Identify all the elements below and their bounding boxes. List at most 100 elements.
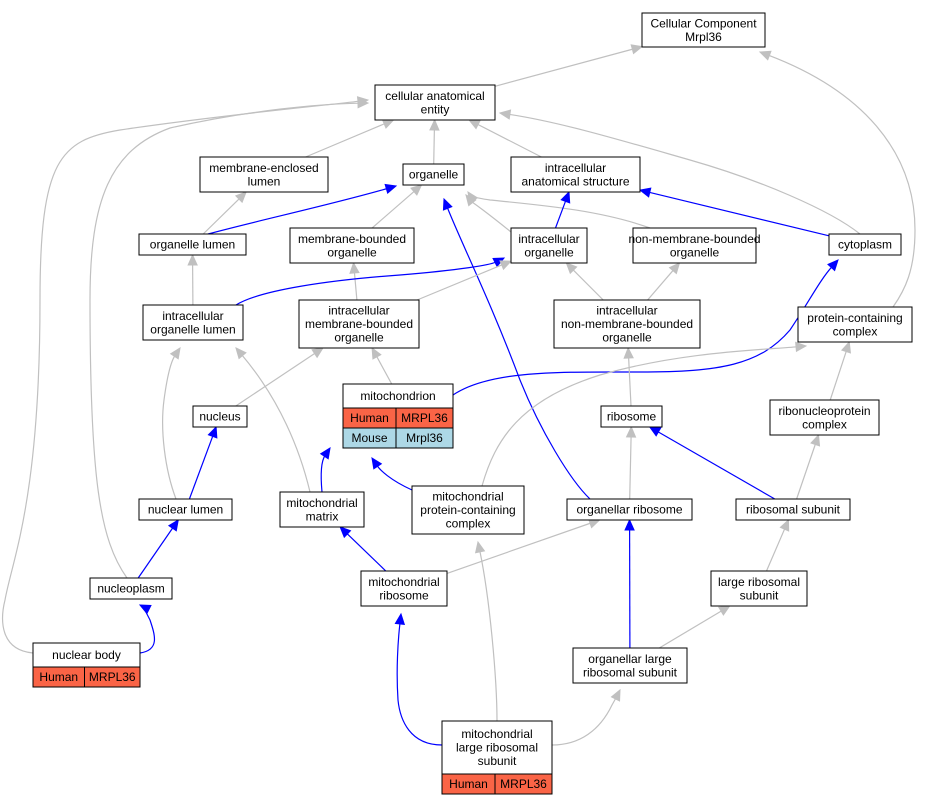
edge-org-to-cae (429, 118, 440, 165)
arrowhead-mpcc-to-mito (371, 456, 383, 470)
node-box-nmbo (632, 227, 757, 264)
edge-ias-to-cae (468, 119, 542, 158)
arrowhead-olrs-to-lrsub (717, 605, 731, 616)
node-inmbo[interactable]: intracellularnon-membrane-boundedorganel… (553, 299, 701, 349)
node-label-imbo-0: intracellular (328, 304, 389, 318)
edge-mito-to-cyto (452, 259, 839, 396)
node-label-mito-0: mitochondrion (360, 389, 435, 403)
node-box-pcc (797, 306, 913, 343)
node-box-nbody (32, 642, 141, 668)
gene-label: Mrpl36 (406, 431, 443, 445)
edge-line-orglum-to-org (207, 187, 388, 235)
edge-line-orglum-to-mel (202, 197, 241, 235)
node-nplasm[interactable]: nucleoplasm (89, 577, 173, 600)
arrowhead-cyto-to-cae (498, 109, 512, 120)
node-nucleus[interactable]: nucleus (192, 405, 248, 428)
node-box-mel (199, 156, 329, 193)
node-label-ribo-0: ribosome (607, 410, 657, 424)
arrowhead-nmbo-to-org (467, 190, 479, 204)
node-cyto[interactable]: cytoplasm (828, 233, 902, 256)
edge-line-mlrs-to-mpcc (479, 550, 498, 722)
edge-nplasm-to-nuclum (137, 518, 179, 579)
node-label-inmbo-1: non-membrane-bounded (561, 317, 693, 331)
node-label-nmbo-1: organelle (670, 245, 720, 259)
node-label-ias-1: anatomical structure (521, 174, 629, 188)
edge-line-mito-to-imbo (375, 355, 393, 385)
edge-line-mlrs-to-olrs (551, 695, 618, 746)
node-label-lrsub-1: subunit (740, 588, 779, 602)
edge-mel-to-cae (305, 119, 395, 158)
node-ribo[interactable]: ribosome (600, 405, 663, 428)
node-box-imbo (298, 299, 420, 349)
node-label-org-0: organelle (409, 168, 459, 182)
arrowhead-org-to-cae (429, 118, 440, 131)
arrowhead-inmbo-to-nmbo (668, 262, 681, 275)
edge-line-ribo-to-inmbo (628, 356, 632, 407)
edge-nuclum-to-iol (162, 346, 181, 500)
edge-line-nuclum-to-nucleus (188, 435, 214, 500)
arrowhead-oribo-to-org (442, 197, 453, 211)
node-nuclum[interactable]: nuclear lumen (138, 498, 233, 521)
edge-cyto-to-cae (498, 109, 861, 235)
arrowhead-ias-to-cae (468, 119, 481, 130)
edge-imbo-to-io (416, 260, 513, 301)
edge-line-nucleus-to-imbo (235, 352, 316, 407)
node-label-mbo-0: membrane-bounded (298, 232, 406, 246)
edge-oribo-to-org (442, 197, 591, 500)
gene-cell (84, 666, 141, 688)
arrowhead-mito-to-cyto (827, 259, 839, 272)
node-label-mel-1: lumen (248, 174, 281, 188)
edge-line-io-to-ias (554, 200, 567, 229)
node-label-oribo-0: organellar ribosome (576, 503, 682, 517)
node-oribo[interactable]: organellar ribosome (566, 498, 693, 521)
node-label-cyto-0: cytoplasm (838, 238, 892, 252)
node-box-mmat (279, 491, 365, 528)
edge-line-nplasm-to-cae (89, 102, 360, 579)
edge-line-nuclum-to-iol (162, 355, 177, 500)
node-label-iol-0: intracellular (162, 309, 223, 323)
edge-line-oribo-to-org (446, 207, 591, 500)
node-box-mpcc (411, 485, 525, 535)
edge-line-lrsub-to-rsub (765, 528, 786, 572)
edge-line-rsub-to-rnp (796, 443, 817, 500)
arrowhead-nbody-to-cae (356, 96, 370, 107)
node-box-ias (510, 156, 641, 193)
edge-nuclum-to-nucleus (188, 425, 218, 500)
edge-nbody-to-nplasm (138, 604, 155, 654)
node-box-io (510, 227, 588, 264)
arrowhead-oribo-to-ribo (625, 425, 637, 438)
node-org[interactable]: organelle (402, 163, 465, 186)
edge-line-mribo-to-mmat (346, 532, 387, 572)
edge-line-io-to-org (470, 201, 512, 233)
arrowhead-mribo-to-mmat (339, 526, 352, 539)
edge-cae-to-root (494, 44, 644, 87)
node-rsub[interactable]: ribosomal subunit (735, 498, 851, 521)
node-label-inmbo-2: organelle (602, 331, 652, 345)
edge-cyto-to-ias (638, 187, 830, 237)
edge-nbody-to-cae (2, 96, 370, 654)
node-label-mribo-0: mitochondrial (368, 575, 439, 589)
node-label-nucleus-0: nucleus (199, 410, 240, 424)
node-orglum[interactable]: organelle lumen (138, 233, 247, 256)
edge-line-cyto-to-cae (508, 113, 861, 235)
node-label-mmat-1: matrix (306, 509, 339, 523)
